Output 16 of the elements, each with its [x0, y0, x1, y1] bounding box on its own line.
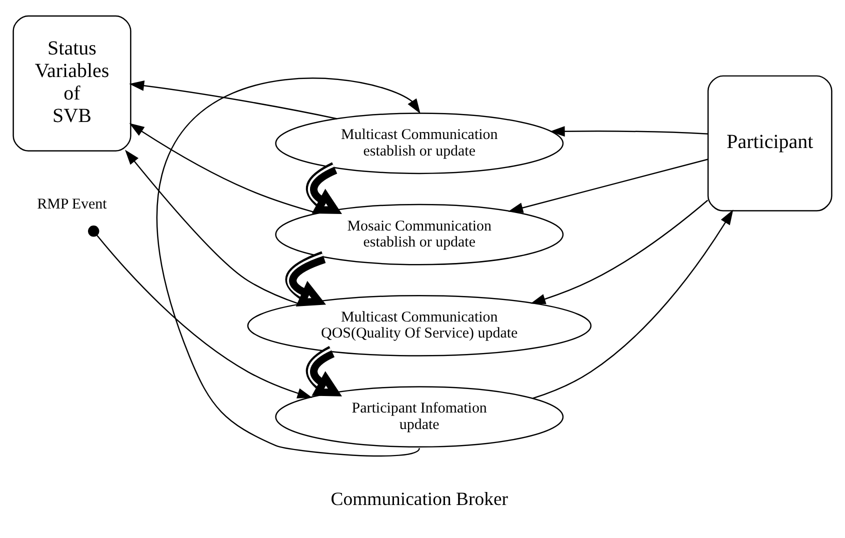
- arrow: [306, 346, 342, 396]
- node-box: Status Variables of SVB: [12, 14, 132, 151]
- arrow: [124, 149, 300, 304]
- arrow: [129, 122, 318, 214]
- arrow: [532, 209, 734, 398]
- arrow: [508, 158, 708, 212]
- arrow: [306, 162, 342, 214]
- arrow: [530, 199, 708, 304]
- arrow: [156, 77, 420, 456]
- label: Communication Broker: [330, 488, 508, 510]
- arrow: [88, 225, 312, 398]
- arrow: [129, 80, 338, 119]
- arrow: [550, 126, 708, 136]
- node-text: RMP Event: [37, 196, 107, 212]
- arrow: [285, 250, 326, 306]
- node-box: Participant: [707, 74, 832, 211]
